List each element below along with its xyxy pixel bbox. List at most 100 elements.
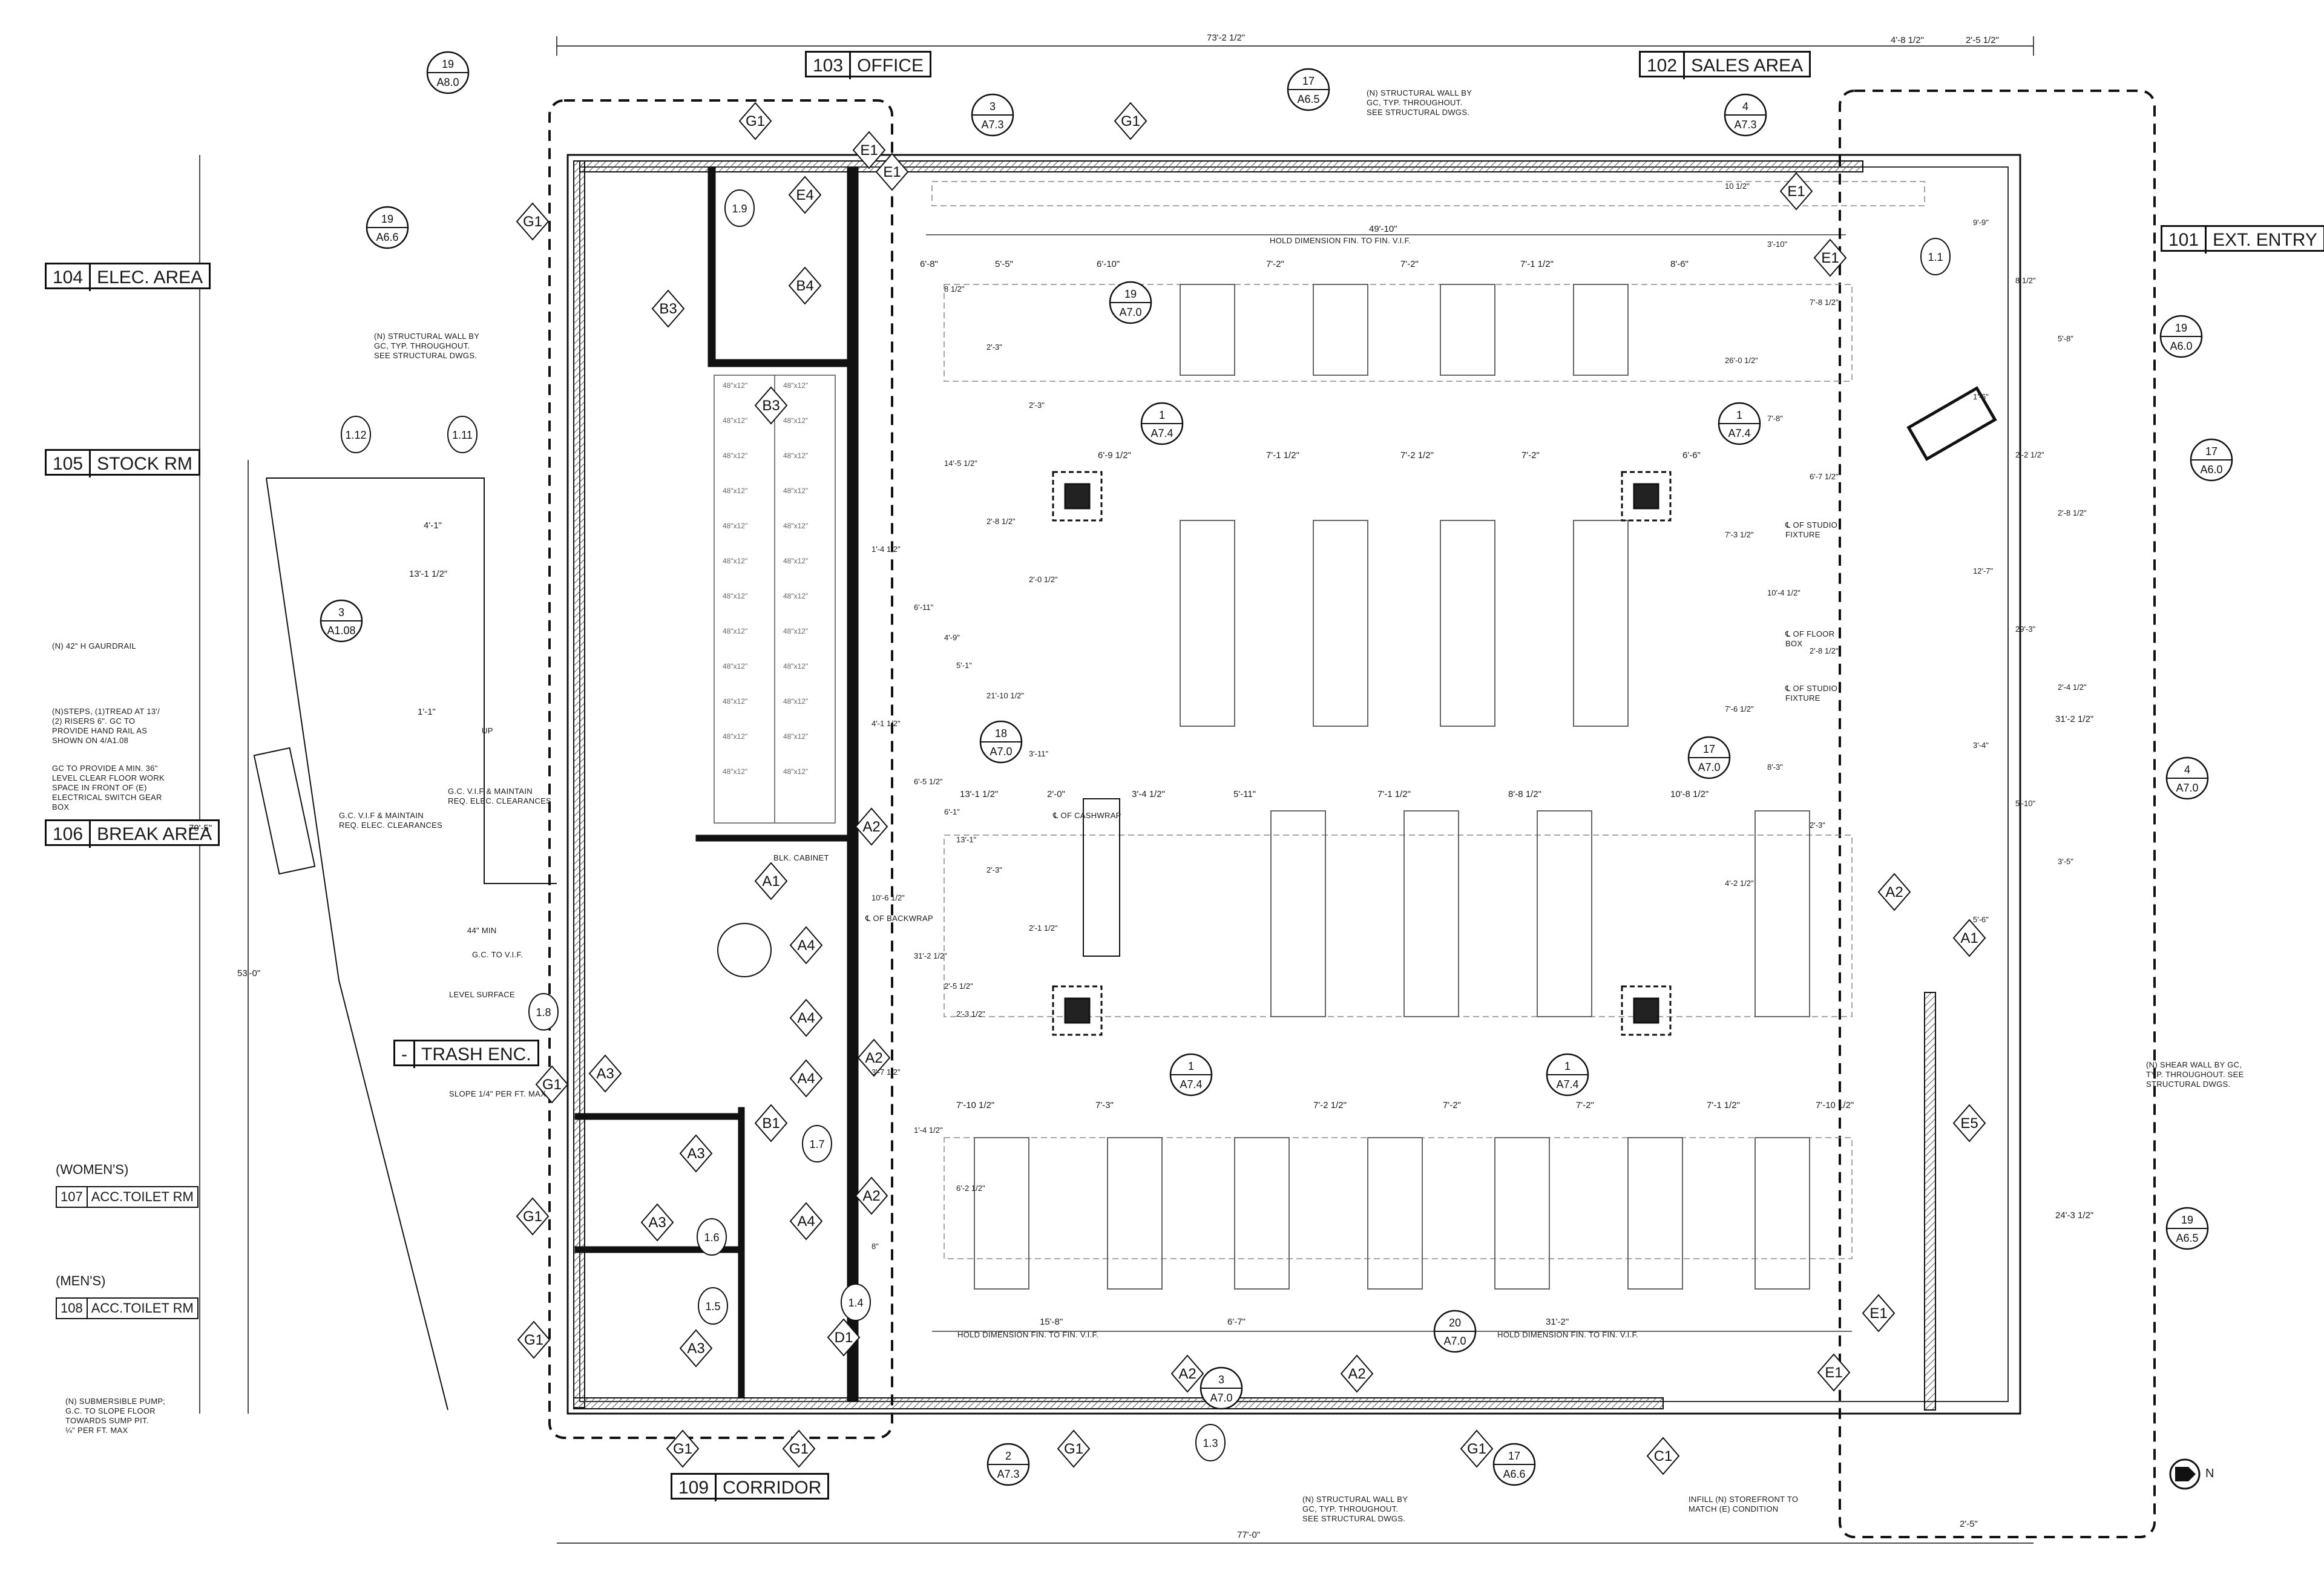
wall-type-tag: E5 [1952,1104,1986,1143]
door-tag: 1.11 [447,416,478,453]
dimension-label: 7'-2" [1443,1100,1461,1110]
wall-type-tag: B4 [788,266,822,305]
section-marker-num: 4 [2184,764,2190,776]
shelf-label: 48"x12" [783,451,809,460]
wall-type-tag: A4 [789,998,823,1037]
dimension-label: 10 1/2" [1725,182,1750,191]
dimension-label: 2'-8 1/2" [2058,508,2087,517]
dimension-label: 7'-8 1/2" [1810,298,1839,307]
dimension-label: 2'-5 1/2" [944,982,973,991]
note-sump: (N) SUBMERSIBLE PUMP; G.C. TO SLOPE FLOO… [65,1397,166,1435]
dimension-label: 8'-3" [1767,762,1783,772]
dimension-label: 7'-2 1/2" [1400,450,1434,461]
svg-text:E1: E1 [860,142,878,159]
wall-type-tag: E4 [788,175,822,214]
svg-text:C1: C1 [1654,1448,1673,1464]
svg-text:A1: A1 [1960,930,1978,946]
svg-text:E1: E1 [1821,250,1839,266]
svg-text:1.4: 1.4 [848,1297,863,1309]
svg-text:E4: E4 [796,187,813,203]
section-marker: 2A7.3 [986,1443,1030,1486]
dimension-label: 12'-7" [1973,566,1994,575]
dimension-label: 5'-8" [2058,334,2073,343]
dim-overall-bottom: 77'-0" [1237,1530,1261,1540]
svg-text:B4: B4 [796,278,813,294]
svg-text:D1: D1 [835,1329,853,1346]
shelf-label: 48"x12" [783,487,809,495]
section-marker-sheet: A7.0 [2176,782,2198,794]
note-storefront: INFILL (N) STOREFRONT TO MATCH (E) CONDI… [1689,1495,1799,1513]
dimension-label: 21'-10 1/2" [986,691,1025,700]
svg-text:1.9: 1.9 [732,203,747,215]
dimension-label: 3'-10" [1767,240,1788,249]
dim-left-overall: 70'-5" [189,823,212,833]
wall-type-tag: G1 [516,1197,550,1236]
shelf-label: 48"x12" [723,487,748,495]
section-marker: 3A1.08 [320,599,363,643]
column-4 [1621,985,1672,1036]
section-marker-sheet: A7.0 [1443,1335,1466,1347]
door-tag: 1.8 [528,993,559,1031]
shelf-label: 48"x12" [783,416,809,425]
wall-type-tag: B3 [651,289,685,328]
shelf-label: 48"x12" [723,627,748,635]
note-studio-fixture: ℄ OF STUDIO FIXTURE [1785,520,1838,539]
section-marker: 4A7.0 [2165,756,2209,800]
dimension-label: 13'-1" [956,835,977,844]
dimension-label: 15'-8" [1040,1317,1063,1327]
shelf-label: 48"x12" [723,662,748,670]
note-up: UP [482,726,493,735]
note-backwrap: ℄ OF BACKWRAP [865,914,933,923]
dimension-label: 2'-2 1/2" [2015,450,2044,459]
note-guardrail: (N) 42" H GAURDRAIL [52,641,136,651]
svg-text:G1: G1 [523,214,542,230]
wall-type-tag: A2 [1170,1354,1204,1393]
note-studio-fixture-2: ℄ OF STUDIO FIXTURE [1785,684,1838,703]
dimension-label: 8'-6" [1670,259,1689,269]
dimension-label: 29'-3" [2015,625,2036,634]
wall-type-tag: B3 [754,386,788,425]
wall-type-tag: A2 [855,1176,888,1215]
svg-text:A2: A2 [1178,1366,1196,1382]
note-steps: (N)STEPS, (1)TREAD AT 13'/ (2) RISERS 6"… [52,707,160,745]
entry-vestibule [1906,386,1997,461]
dimension-label: 3'-4" [1973,741,1989,750]
boh-partition [847,166,859,1402]
svg-text:1.8: 1.8 [536,1006,551,1018]
svg-text:1.11: 1.11 [452,429,473,441]
wall-type-tag: A3 [640,1203,674,1242]
dimension-label: 7'-1 1/2" [1266,450,1299,461]
section-marker-num: 18 [995,727,1007,739]
dimension-label: 7'-10 1/2" [956,1100,995,1110]
svg-text:A3: A3 [687,1146,704,1162]
svg-text:G1: G1 [524,1332,543,1348]
dimension-label: 8'-8 1/2" [1508,789,1541,799]
shelf-label: 48"x12" [783,732,809,741]
dimension-label: 31'-2" [1546,1317,1569,1327]
dimension-label: 3'-5" [2058,857,2073,866]
section-marker-num: 1 [1736,409,1742,421]
office-wall [707,166,716,367]
shelf-label: 48"x12" [783,381,809,390]
dim-right-24: 24'-3 1/2" [2055,1210,2094,1221]
north-arrow-icon [2169,1458,2201,1490]
dimension-label: 2'-8 1/2" [1810,646,1839,655]
shelf-label: 48"x12" [723,557,748,565]
section-marker-num: 17 [1703,743,1715,755]
note-44-min: 44" MIN [467,926,497,935]
cashwrap [1083,798,1120,957]
dimension-label: 10'-6 1/2" [872,893,905,902]
dimension-label: 7'-6 1/2" [1725,704,1754,713]
dimension-label: 7'-2 1/2" [1313,1100,1347,1110]
dimension-label: 7'-2" [1266,259,1284,269]
dimension-label: 1'-4 1/2" [872,545,901,554]
svg-text:G1: G1 [673,1441,692,1457]
section-marker-sheet: A7.0 [1119,306,1141,318]
svg-text:G1: G1 [1467,1441,1486,1457]
section-marker: 3A7.3 [971,93,1014,137]
